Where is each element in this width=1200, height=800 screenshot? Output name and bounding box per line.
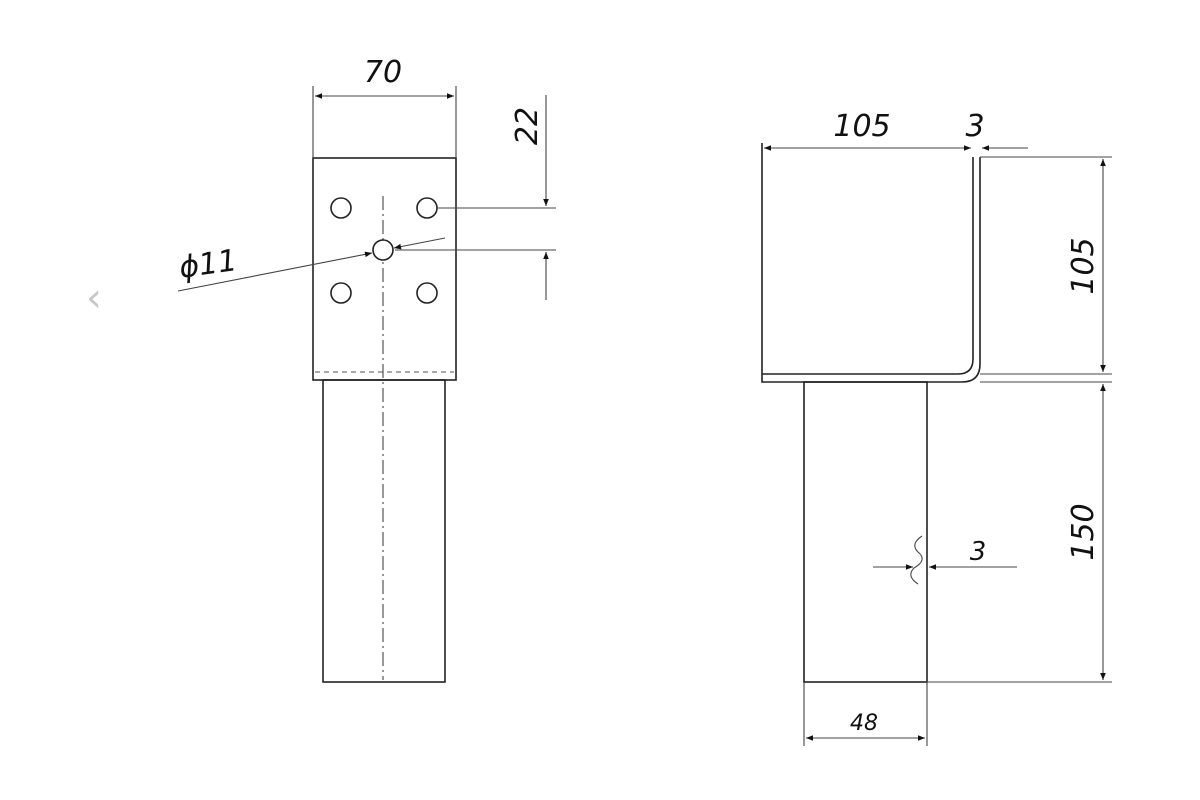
dim-150-label: 150	[1066, 503, 1101, 560]
dim-hole-leader-right	[393, 237, 446, 250]
side-bracket-inner	[762, 157, 974, 375]
side-view: 105 3 105 150 3 48	[761, 109, 1112, 746]
side-wall-break-mark	[910, 535, 923, 585]
previous-arrow-icon[interactable]: ‹	[86, 275, 102, 321]
hole-top-left	[330, 197, 352, 219]
side-tube	[803, 381, 928, 683]
hole-top-right	[416, 197, 438, 219]
dim-105-width-label: 105	[833, 109, 890, 144]
dim-22-label: 22	[510, 107, 545, 145]
front-tube	[322, 379, 446, 683]
hole-center	[372, 239, 394, 261]
dim-70-label: 70	[364, 55, 402, 90]
hole-bottom-left	[330, 282, 352, 304]
dim-hole-leader-left	[177, 251, 373, 292]
hole-bottom-right	[416, 282, 438, 304]
dim-3-top-label: 3	[965, 109, 984, 144]
front-view: 70 22 ϕ11	[177, 55, 556, 683]
dim-48-label: 48	[850, 711, 878, 736]
front-plate	[312, 157, 457, 381]
dim-3-wall-label: 3	[970, 537, 987, 567]
dim-hole-diameter-label: ϕ11	[177, 243, 239, 286]
dim-105-height-label: 105	[1066, 237, 1101, 294]
side-bracket-outer	[761, 143, 981, 383]
